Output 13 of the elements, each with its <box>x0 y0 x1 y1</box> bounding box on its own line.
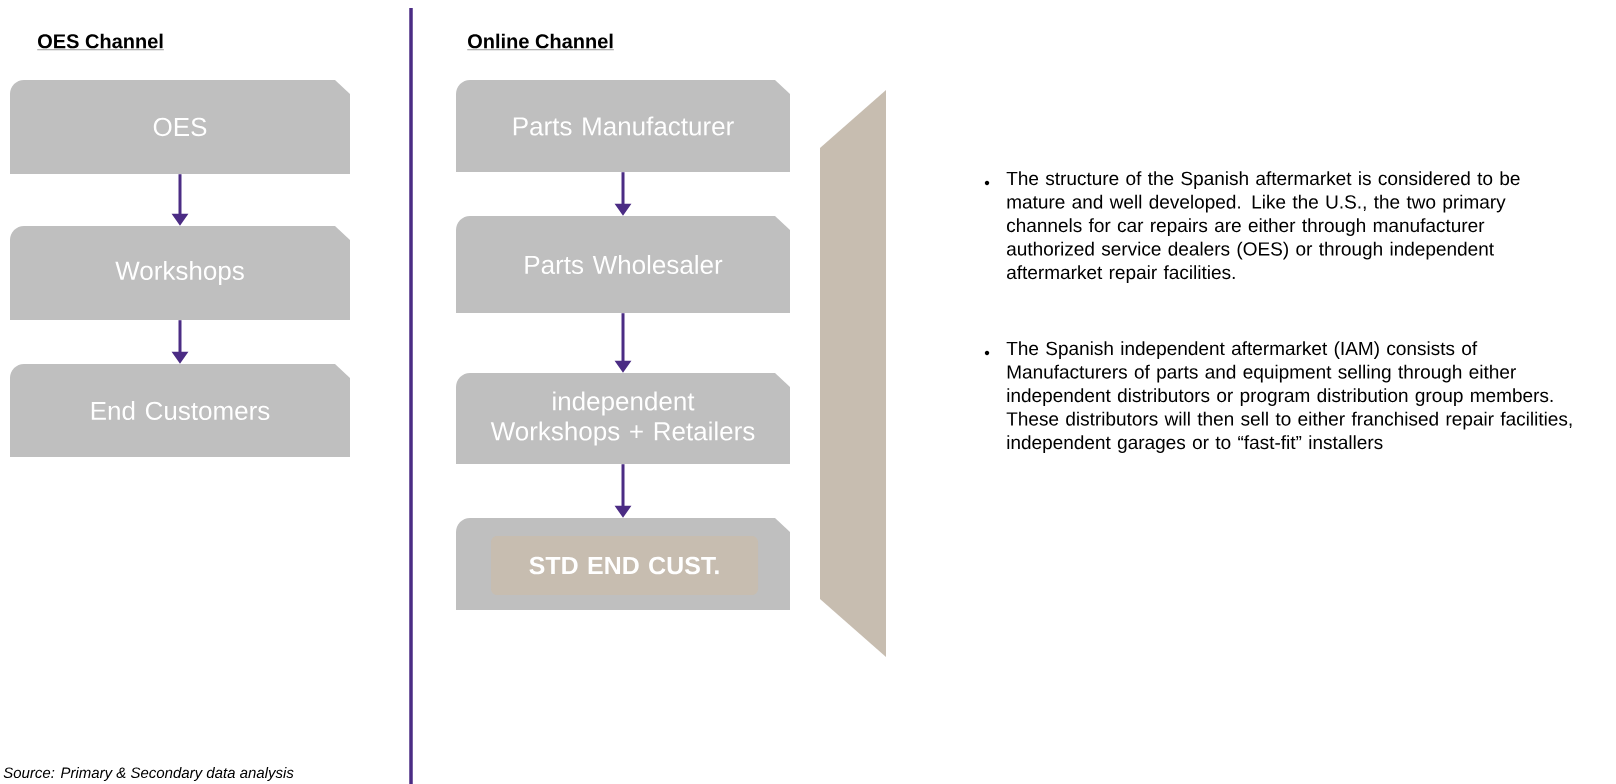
process-box: End Customers <box>10 364 350 457</box>
side-band <box>820 90 886 657</box>
source-note: Source: Primary & Secondary data analysis <box>3 767 294 781</box>
section-heading: Online Channel <box>467 33 615 50</box>
process-box: Workshops <box>10 226 350 320</box>
bullet-text: The structure of the Spanish aftermarket is considered to be mature and well developed. Like the U.S., the two primary channels for car repairs are either through manufacturer authorized service dealers (OES) or through independent aftermarket repair facilities. <box>1006 171 1520 283</box>
process-box: OES <box>10 80 350 174</box>
bullet-text: The Spanish independent aftermarket (IAM) consists of Manufacturers of parts and equipment selling through either independent distributors or program distribution group members. These distributors will then sell to either franchised repair facilities, independent garages or to “fast-fit” installers <box>1006 341 1572 453</box>
process-box: independent Workshops + Retailers <box>456 373 790 464</box>
process-box: Parts Manufacturer <box>456 80 790 172</box>
section-heading: OES Channel <box>37 33 165 50</box>
process-box: Parts Wholesaler <box>456 216 790 313</box>
label-box: STD END CUST. <box>491 536 758 595</box>
